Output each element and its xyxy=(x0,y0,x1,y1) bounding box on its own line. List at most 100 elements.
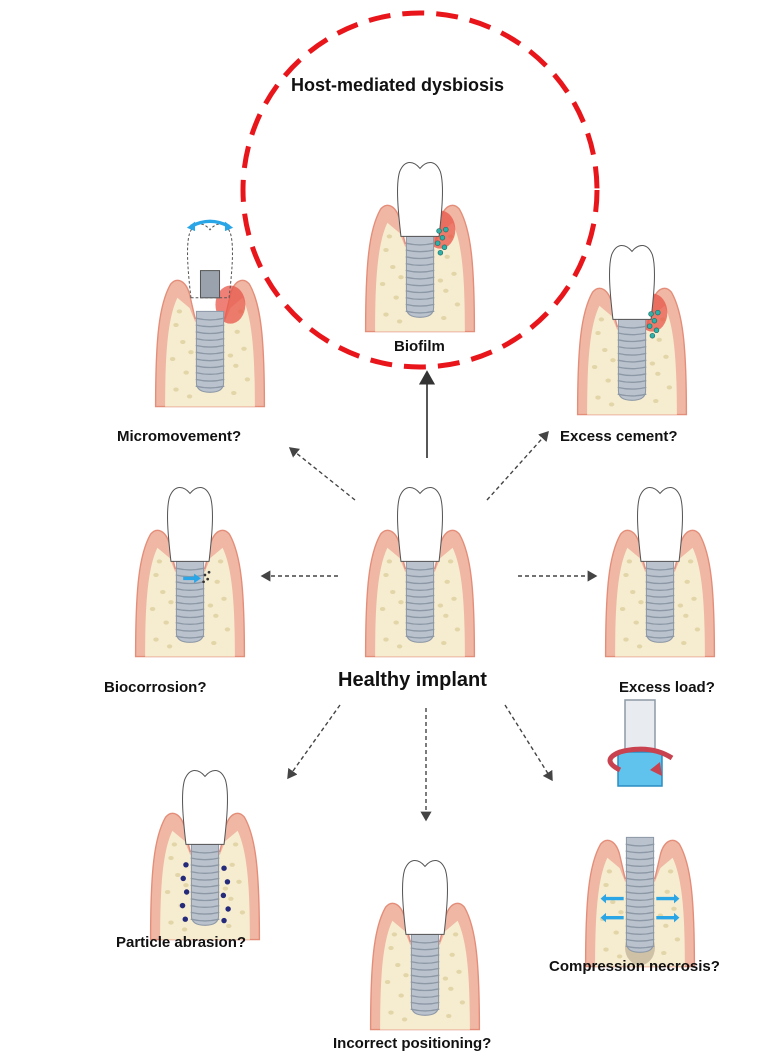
crown xyxy=(398,162,443,236)
bone-pore xyxy=(228,354,233,358)
bone-pore xyxy=(684,580,689,584)
bone-pore xyxy=(150,607,155,611)
bacteria-cell xyxy=(440,235,445,240)
bone-pore xyxy=(187,394,192,398)
bone-pore xyxy=(633,621,638,625)
bone-pore xyxy=(655,372,660,376)
crown xyxy=(183,770,228,844)
crown xyxy=(168,487,213,561)
bone-pore xyxy=(438,279,443,283)
bone-pore xyxy=(213,614,218,618)
bone-pore xyxy=(163,621,168,625)
bacteria-cell xyxy=(655,310,660,315)
bone-pore xyxy=(240,910,245,914)
bone-pore xyxy=(398,275,403,279)
bacteria-cell xyxy=(654,328,659,333)
wear-particle xyxy=(221,893,226,898)
abutment xyxy=(200,271,219,298)
bone-pore xyxy=(168,600,173,604)
bone-pore xyxy=(392,932,397,936)
bone-pore xyxy=(214,580,219,584)
arrow-to-particle-abrasion xyxy=(288,705,340,778)
crown xyxy=(638,487,683,561)
wear-particle xyxy=(225,906,230,911)
bone-pore xyxy=(180,340,185,344)
bone-pore xyxy=(221,597,226,601)
bone-pore xyxy=(167,644,172,648)
bone-pore xyxy=(218,559,223,563)
bone-pore xyxy=(602,348,607,352)
bone-pore xyxy=(630,590,635,594)
bone-pore xyxy=(683,614,688,618)
wear-particle xyxy=(181,876,186,881)
crown xyxy=(403,860,448,934)
bone-pore xyxy=(398,600,403,604)
bone-pore xyxy=(380,282,385,286)
crown xyxy=(610,245,655,319)
bone-pore xyxy=(460,1000,465,1004)
incorrect-positioning-panel xyxy=(371,860,480,1029)
bone-pore xyxy=(663,355,668,359)
bone-pore xyxy=(451,272,456,276)
bone-pore xyxy=(599,317,604,321)
bone-pore xyxy=(228,897,233,901)
bone-pore xyxy=(656,338,661,342)
bone-pore xyxy=(153,638,158,642)
bacteria-cell xyxy=(649,312,654,317)
bacteria-cell xyxy=(438,250,443,255)
bone-pore xyxy=(398,994,403,998)
arrow-to-compression-necrosis xyxy=(505,705,552,780)
bone-pore xyxy=(170,357,175,361)
bone-pore xyxy=(443,977,448,981)
wear-particle xyxy=(180,903,185,908)
arrow-to-excess-cement xyxy=(487,432,548,500)
wear-particle xyxy=(184,889,189,894)
arrow-to-micromovement xyxy=(290,448,355,500)
bone-pore xyxy=(226,924,231,928)
excess-load-panel xyxy=(606,487,715,656)
bone-pore xyxy=(441,316,446,320)
bone-pore xyxy=(661,951,666,955)
bone-pore xyxy=(438,604,443,608)
dysbiosis-title: Host-mediated dysbiosis xyxy=(291,75,504,96)
bone-pore xyxy=(638,600,643,604)
bone-pore xyxy=(402,1017,407,1021)
bone-pore xyxy=(383,638,388,642)
bone-pore xyxy=(231,391,236,395)
bone-pore xyxy=(165,890,170,894)
bone-pore xyxy=(225,627,230,631)
bone-pore xyxy=(241,347,246,351)
bone-pore xyxy=(610,900,615,904)
bone-pore xyxy=(453,932,458,936)
excess-cement-panel xyxy=(578,245,687,414)
bone-pore xyxy=(388,1011,393,1015)
bone-pore xyxy=(160,590,165,594)
excess-load-label: Excess load? xyxy=(619,679,715,696)
bone-pore xyxy=(245,377,250,381)
bone-pore xyxy=(443,289,448,293)
wear-particle xyxy=(183,862,188,867)
bone-pore xyxy=(443,614,448,618)
bone-pore xyxy=(177,309,182,313)
bone-pore xyxy=(441,641,446,645)
crown xyxy=(398,487,443,561)
bone-pore xyxy=(623,573,628,577)
bone-pore xyxy=(397,319,402,323)
bone-pore xyxy=(393,296,398,300)
bone-pore xyxy=(208,604,213,608)
bone-pore xyxy=(603,948,608,952)
excess-cement-label: Excess cement? xyxy=(560,428,678,445)
bone-pore xyxy=(172,842,177,846)
bone-pore xyxy=(444,580,449,584)
bone-pore xyxy=(182,927,187,931)
micromovement-label: Micromovement? xyxy=(117,428,241,445)
compression-necrosis-panel xyxy=(586,837,695,966)
bone-pore xyxy=(595,396,600,400)
bone-pore xyxy=(168,921,173,925)
bone-pore xyxy=(223,887,228,891)
biofilm-panel xyxy=(366,162,475,331)
bone-pore xyxy=(183,371,188,375)
bone-pore xyxy=(623,638,628,642)
bone-pore xyxy=(395,963,400,967)
implant-body xyxy=(626,837,653,952)
